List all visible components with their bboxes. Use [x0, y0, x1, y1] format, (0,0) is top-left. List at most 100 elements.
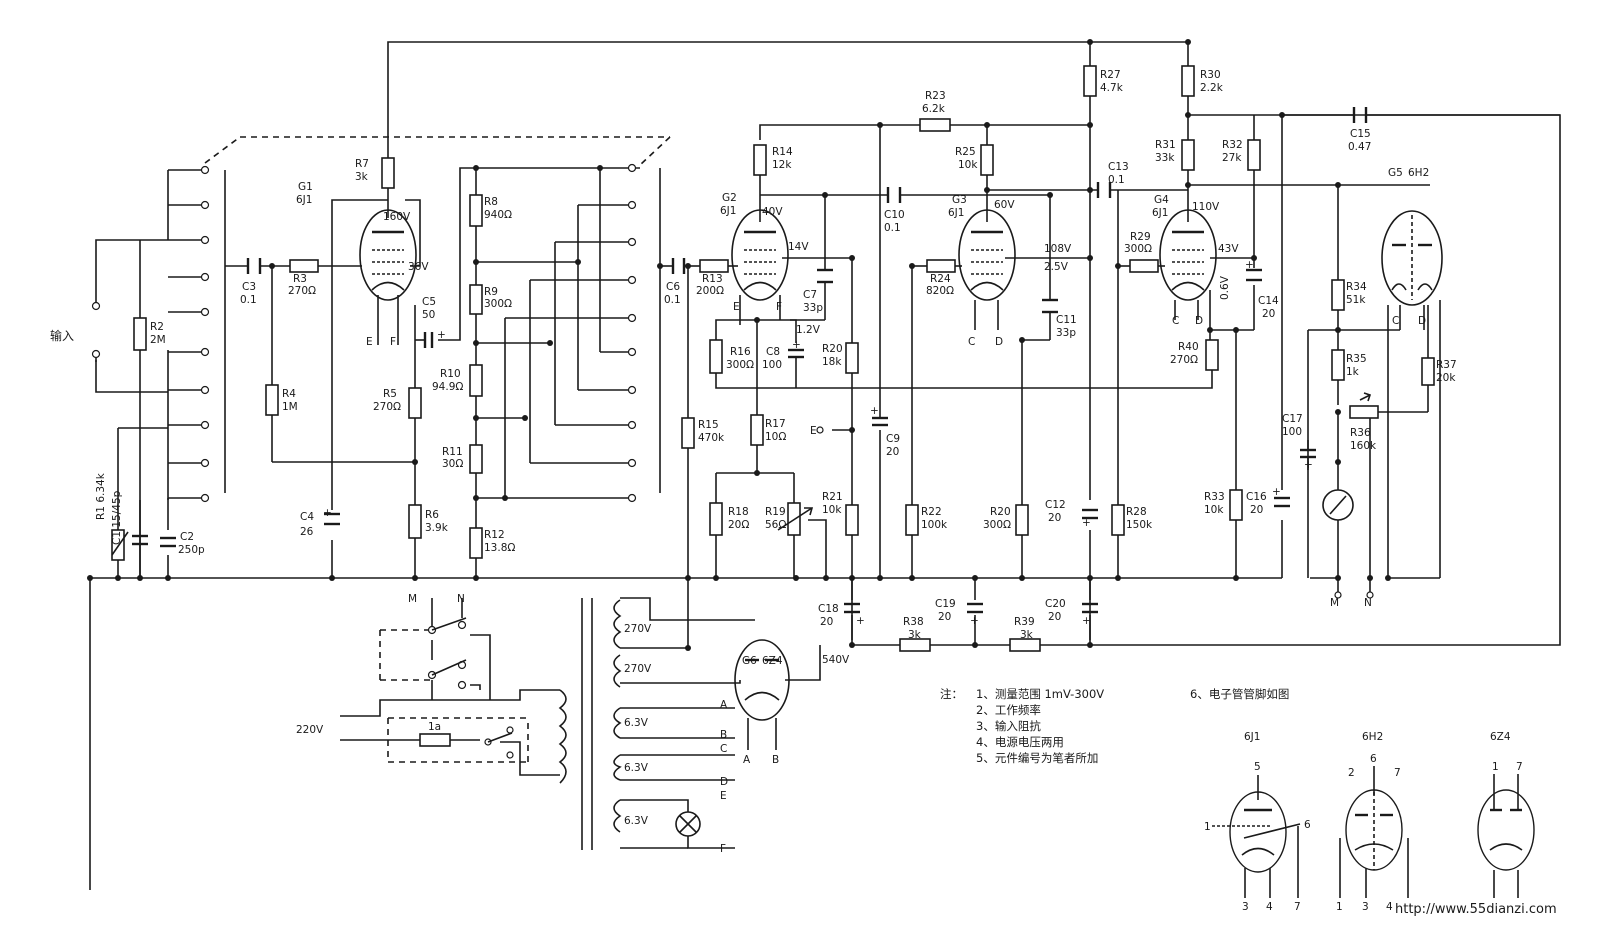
svg-text:A: A [743, 754, 751, 766]
svg-text:R20: R20 [990, 506, 1011, 518]
svg-text:0.1: 0.1 [884, 222, 901, 234]
svg-text:+: + [1304, 459, 1313, 471]
svg-text:注：: 注： [940, 687, 963, 701]
svg-text:6J1: 6J1 [1244, 731, 1260, 743]
svg-text:94.9Ω: 94.9Ω [432, 381, 463, 393]
svg-text:270Ω: 270Ω [288, 285, 316, 297]
svg-text:20: 20 [1048, 512, 1061, 524]
svg-text:100k: 100k [921, 519, 948, 531]
svg-text:C3: C3 [242, 281, 256, 293]
svg-text:B: B [772, 754, 779, 766]
svg-text:R16: R16 [730, 346, 751, 358]
svg-text:110V: 110V [1192, 201, 1220, 213]
svg-text:R8: R8 [484, 196, 498, 208]
pinout-6j1: 6J1 5 1 6 3 4 7 [1204, 731, 1311, 913]
svg-text:20: 20 [1250, 504, 1263, 516]
svg-text:300Ω: 300Ω [726, 359, 754, 371]
transformer [558, 599, 701, 837]
svg-text:R2: R2 [150, 321, 164, 333]
svg-text:1M: 1M [282, 401, 298, 413]
svg-text:6、电子管管脚如图: 6、电子管管脚如图 [1190, 687, 1289, 701]
svg-text:输入: 输入 [50, 328, 74, 343]
svg-text:N: N [457, 593, 465, 605]
svg-text:4: 4 [1266, 901, 1273, 913]
svg-text:26: 26 [300, 526, 314, 538]
svg-text:3k: 3k [1020, 629, 1034, 641]
svg-text:18k: 18k [822, 356, 842, 368]
svg-text:470k: 470k [698, 432, 725, 444]
svg-text:C11: C11 [1056, 314, 1077, 326]
svg-text:D: D [995, 336, 1003, 348]
svg-text:10k: 10k [1204, 504, 1224, 516]
svg-text:940Ω: 940Ω [484, 209, 512, 221]
svg-text:270V: 270V [624, 663, 652, 675]
svg-text:30Ω: 30Ω [442, 458, 463, 470]
svg-text:+: + [1082, 517, 1091, 529]
svg-text:0.1: 0.1 [240, 294, 257, 306]
svg-text:6J1: 6J1 [720, 205, 736, 217]
svg-text:+: + [1245, 259, 1254, 271]
svg-text:4、电源电压两用: 4、电源电压两用 [976, 735, 1064, 749]
svg-text:G6: G6 [742, 655, 757, 667]
svg-text:250p: 250p [178, 544, 205, 556]
meter-icon [1322, 489, 1354, 521]
svg-text:D: D [1195, 315, 1203, 327]
svg-text:40V: 40V [762, 206, 783, 218]
svg-text:C4: C4 [300, 511, 314, 523]
switch-contacts [91, 163, 1374, 759]
svg-text:M: M [1330, 597, 1339, 609]
svg-text:13.8Ω: 13.8Ω [484, 542, 515, 554]
svg-text:6J1: 6J1 [1152, 207, 1168, 219]
svg-text:C: C [1172, 315, 1179, 327]
svg-text:5: 5 [1254, 761, 1261, 773]
svg-text:R4: R4 [282, 388, 296, 400]
svg-text:20k: 20k [1436, 372, 1456, 384]
svg-text:C20: C20 [1045, 598, 1066, 610]
svg-text:20Ω: 20Ω [728, 519, 749, 531]
svg-text:C: C [720, 743, 727, 755]
pot-arrows [111, 392, 1372, 556]
svg-text:20: 20 [1262, 308, 1275, 320]
svg-text:7: 7 [1294, 901, 1301, 913]
svg-text:6.3V: 6.3V [624, 717, 649, 729]
svg-text:R23: R23 [925, 90, 946, 102]
svg-text:3k: 3k [908, 629, 922, 641]
svg-text:F: F [720, 843, 726, 855]
svg-text:R30: R30 [1200, 69, 1221, 81]
svg-text:R38: R38 [903, 616, 924, 628]
svg-text:R1 6.34k: R1 6.34k [95, 472, 107, 520]
svg-text:R32: R32 [1222, 139, 1243, 151]
notes-block: 注： 1、测量范围 1mV-300V 2、工作频率 3、输入阻抗 4、电源电压两… [940, 687, 1289, 765]
svg-text:G5: G5 [1388, 167, 1403, 179]
svg-text:D: D [720, 776, 728, 788]
svg-text:50: 50 [422, 309, 435, 321]
svg-text:+: + [1272, 486, 1281, 498]
svg-text:R37: R37 [1436, 359, 1457, 371]
svg-text:+: + [323, 507, 332, 519]
svg-text:C15: C15 [1350, 128, 1371, 140]
svg-text:27k: 27k [1222, 152, 1242, 164]
svg-text:M: M [408, 593, 417, 605]
svg-text:10k: 10k [822, 504, 842, 516]
vacuum-tubes [359, 209, 1443, 750]
svg-text:E: E [366, 336, 373, 348]
wiring [89, 41, 1561, 890]
svg-text:R12: R12 [484, 529, 505, 541]
svg-text:10Ω: 10Ω [765, 431, 786, 443]
svg-text:1k: 1k [1346, 366, 1360, 378]
svg-text:R7: R7 [355, 158, 369, 170]
svg-text:0.1: 0.1 [1108, 174, 1125, 186]
watermark: http://www.55dianzi.com [1395, 902, 1557, 917]
svg-text:6: 6 [1304, 819, 1311, 831]
svg-text:R40: R40 [1178, 341, 1199, 353]
svg-text:100: 100 [762, 359, 782, 371]
svg-text:1: 1 [1492, 761, 1499, 773]
junctions [87, 39, 1391, 651]
svg-text:2.5V: 2.5V [1044, 261, 1069, 273]
svg-text:6Z4: 6Z4 [762, 655, 783, 667]
svg-text:R19: R19 [765, 506, 786, 518]
svg-text:6J1: 6J1 [948, 207, 964, 219]
svg-text:300Ω: 300Ω [983, 519, 1011, 531]
switch-wipers [431, 617, 513, 743]
